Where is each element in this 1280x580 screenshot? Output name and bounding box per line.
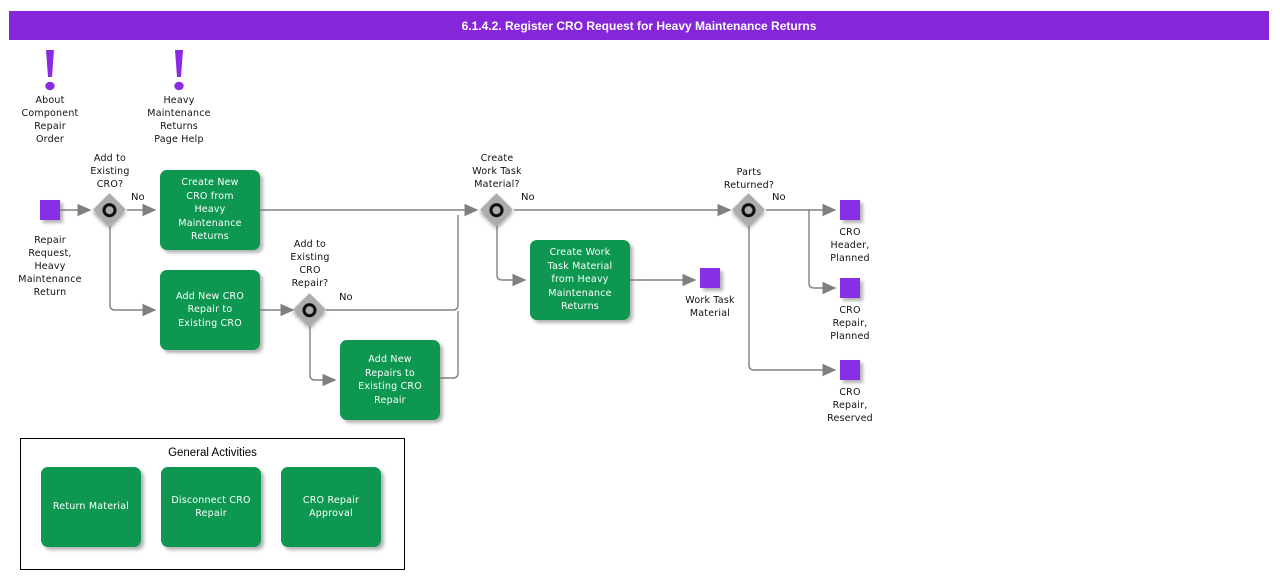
activity-disconnect-cro-repair[interactable]: Disconnect CRO Repair <box>161 467 261 547</box>
no-branch-label: No <box>521 192 535 203</box>
decision-ring-icon <box>486 199 507 220</box>
decision-label: Add to Existing CRO Repair? <box>290 239 330 289</box>
flow-connectors <box>60 203 837 387</box>
decision-ring-icon <box>299 299 320 320</box>
no-branch-label: No <box>131 192 145 203</box>
help-link-heavy-maintenance-returns-page-help[interactable]: Heavy Maintenance Returns Page Help <box>147 95 211 145</box>
event-label: CRO Repair, Reserved <box>827 387 873 424</box>
activity-label: Add New Repairs to Existing CRO Repair <box>358 354 422 406</box>
activity-return-material[interactable]: Return Material <box>41 467 141 547</box>
activity-label: Add New CRO Repair to Existing CRO <box>175 290 245 329</box>
activity-create-work-task-material-from-heavy-maintenance-returns[interactable]: Create Work Task Material from Heavy Mai… <box>530 240 630 320</box>
activity-label: Disconnect CRO Repair <box>171 494 251 520</box>
decision-label: Create Work Task Material? <box>472 153 522 190</box>
activity-add-new-cro-repair-to-existing-cro[interactable]: Add New CRO Repair to Existing CRO <box>160 270 260 350</box>
decision-create-work-task-material <box>480 193 513 226</box>
activity-label: Return Material <box>52 501 130 513</box>
activity-add-new-repairs-to-existing-cro-repair[interactable]: Add New Repairs to Existing CRO Repair <box>340 340 440 420</box>
page-title: 6.1.4.2. Register CRO Request for Heavy … <box>461 18 817 33</box>
decision-label: Add to Existing CRO? <box>90 153 130 190</box>
decision-ring-icon <box>738 199 759 220</box>
activity-label: Create Work Task Material from Heavy Mai… <box>547 247 613 313</box>
event-work-task-material[interactable] <box>700 268 720 288</box>
decision-label: Parts Returned? <box>723 167 775 191</box>
general-activities-title: General Activities <box>168 447 257 459</box>
event-label: CRO Repair, Planned <box>830 305 870 342</box>
decision-add-to-existing-cro-repair <box>293 293 326 326</box>
decision-add-to-existing-cro <box>93 193 126 226</box>
title-banner: 6.1.4.2. Register CRO Request for Heavy … <box>9 11 1269 40</box>
activity-create-new-cro-from-heavy-maintenance-returns[interactable]: Create New CRO from Heavy Maintenance Re… <box>160 170 260 250</box>
event-label: Repair Request, Heavy Maintenance Return <box>18 235 82 298</box>
event-repair-request-heavy-maintenance-return[interactable] <box>40 200 60 220</box>
event-label: CRO Header, Planned <box>830 227 870 264</box>
no-branch-label: No <box>339 292 353 303</box>
decision-parts-returned <box>732 193 765 226</box>
exclamation-icon[interactable] <box>170 50 188 92</box>
no-branch-label: No <box>772 192 786 203</box>
activity-cro-repair-approval[interactable]: CRO Repair Approval <box>281 467 381 547</box>
help-link-about-component-repair-order[interactable]: About Component Repair Order <box>21 95 79 145</box>
exclamation-icon[interactable] <box>41 50 59 92</box>
event-cro-repair-planned[interactable] <box>840 278 860 298</box>
event-cro-header-planned[interactable] <box>840 200 860 220</box>
activity-label: Create New CRO from Heavy Maintenance Re… <box>178 177 242 243</box>
event-cro-repair-reserved[interactable] <box>840 360 860 380</box>
event-label: Work Task Material <box>685 295 735 319</box>
decision-ring-icon <box>99 199 120 220</box>
general-activities-panel: General Activities Return Material Disco… <box>20 438 405 570</box>
activity-label: CRO Repair Approval <box>302 494 360 520</box>
